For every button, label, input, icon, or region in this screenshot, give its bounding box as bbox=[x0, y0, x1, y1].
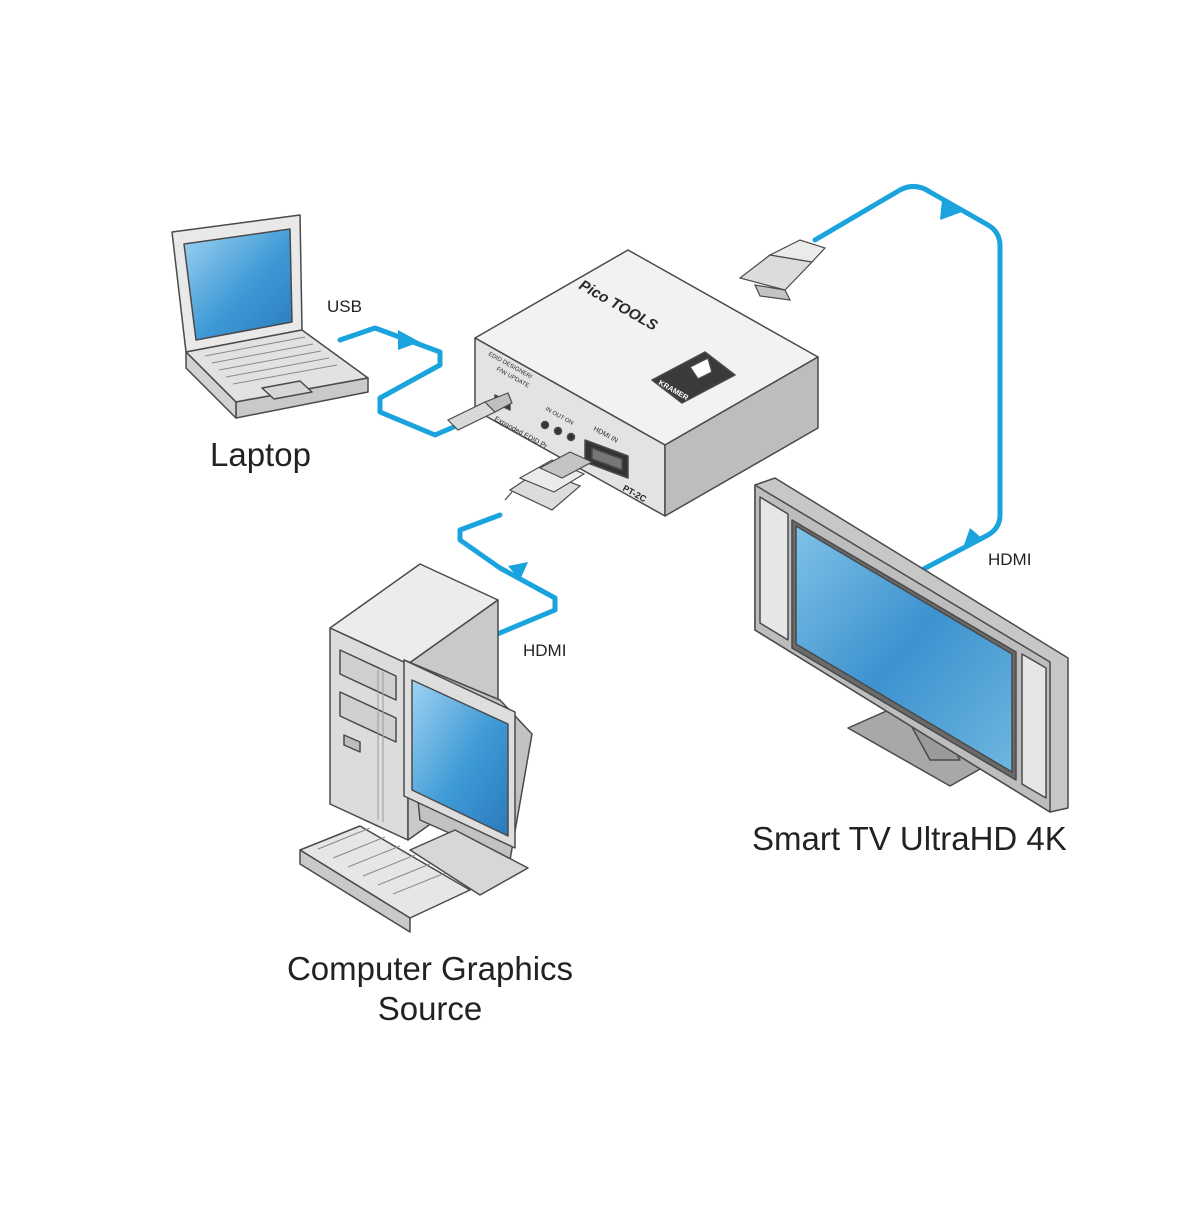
hdmi-cable-source bbox=[457, 512, 558, 638]
usb-plug bbox=[446, 392, 513, 431]
pc-label-line-1: Computer Graphics bbox=[286, 950, 574, 987]
switch-jack-out bbox=[553, 426, 563, 436]
desktop-pc-illustration bbox=[299, 563, 533, 933]
tv-label: Smart TV UltraHD 4K bbox=[752, 820, 1067, 857]
laptop-illustration bbox=[171, 214, 369, 419]
hdmi-source-flow-arrow bbox=[508, 562, 528, 580]
hdmi-input-label: HDMI bbox=[523, 641, 567, 660]
kramer-logo bbox=[651, 351, 736, 404]
pt-2c-device bbox=[474, 249, 819, 517]
hdmi-display-flow-arrow-bottom bbox=[964, 528, 984, 545]
hdmi-display-flow-arrow-top bbox=[940, 200, 962, 220]
switch-jack-on bbox=[566, 432, 576, 442]
usb-flow-arrow bbox=[398, 330, 420, 350]
switch-jack-in bbox=[540, 420, 550, 430]
tv-illustration bbox=[754, 477, 1069, 813]
pc-label-line-2: Source bbox=[377, 990, 483, 1027]
hdmi-cable-display bbox=[812, 184, 1003, 575]
usb-cable bbox=[337, 325, 473, 438]
hdmi-plug-source bbox=[504, 451, 594, 511]
hdmi-plug-display bbox=[738, 239, 827, 301]
laptop-label: Laptop bbox=[210, 436, 311, 473]
hdmi-output-label: HDMI bbox=[988, 550, 1032, 569]
usb-cable-label: USB bbox=[327, 297, 362, 316]
